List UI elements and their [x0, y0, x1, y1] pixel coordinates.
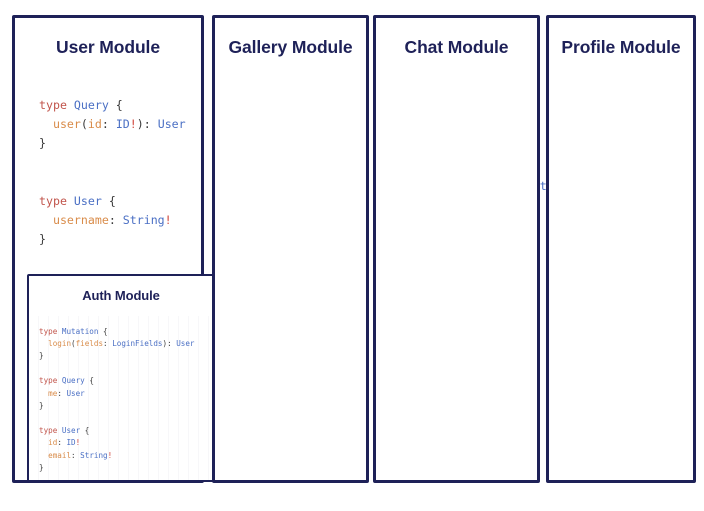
schema-code-auth: type Mutation { login(fields: LoginField… — [39, 326, 195, 473]
module-card-profile[interactable]: Profile Module type User { profile: Prof… — [546, 15, 696, 483]
module-title-chat: Chat Module — [404, 37, 509, 57]
module-title-auth: Auth Module — [82, 288, 160, 303]
module-title-gallery: Gallery Module — [228, 37, 353, 57]
auth-code-area: type Mutation { login(fields: LoginField… — [29, 316, 213, 480]
module-card-user[interactable]: User Module type Query { user(id: ID!): … — [12, 15, 215, 483]
module-card-chat[interactable]: Chat Module type Query { myChats: [Chat]… — [373, 15, 540, 483]
schema-code-user: type Query { user(id: ID!): User } type … — [39, 97, 186, 247]
module-title-user: User Module — [56, 37, 160, 57]
module-card-auth[interactable]: Auth Module type Mutation { login(fields… — [27, 274, 215, 482]
module-title-profile: Profile Module — [561, 37, 681, 57]
module-card-gallery[interactable]: Gallery Module type User { photos: [Phot… — [212, 15, 568, 483]
